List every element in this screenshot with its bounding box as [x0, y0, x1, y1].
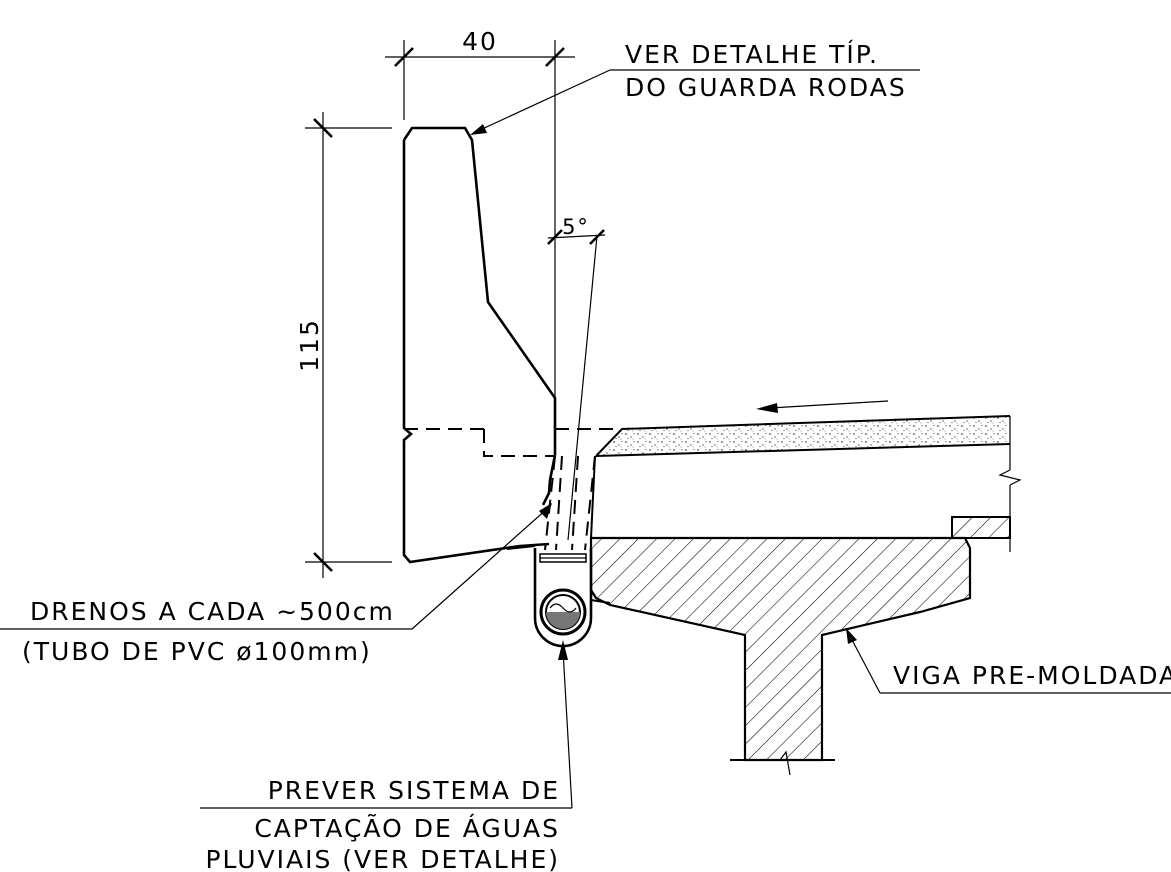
- width-dimension-label: 40: [462, 27, 498, 56]
- guard-rail-ref-line2: DO GUARDA RODAS: [625, 73, 907, 102]
- hidden-lines: [404, 428, 620, 551]
- height-dimension-label: 115: [295, 318, 324, 372]
- flow-arrow: [756, 400, 889, 413]
- rain-system-label-line2: CAPTAÇÃO DE ÁGUAS: [254, 813, 560, 843]
- dimension-height: 115: [295, 112, 392, 578]
- rain-system-label-line3: PLUVIAIS (VER DETALHE): [205, 845, 560, 872]
- drains-label-line1: DRENOS A CADA ~500cm: [30, 597, 395, 626]
- leader-rain-system: PREVER SISTEMA DE CAPTAÇÃO DE ÁGUAS PLUV…: [200, 640, 573, 872]
- drain-pipe: [506, 545, 611, 648]
- dimension-width: 40: [385, 27, 575, 400]
- guard-rail: [402, 126, 557, 564]
- beam-label: VIGA PRE-MOLDADA: [893, 661, 1171, 690]
- leader-guard-rail: VER DETALHE TÍP. DO GUARDA RODAS: [470, 40, 920, 135]
- angle-dimension-label: 5°: [562, 215, 590, 239]
- rain-system-label-line1: PREVER SISTEMA DE: [268, 776, 560, 805]
- pavement-layer: [595, 415, 1011, 457]
- leader-drains: DRENOS A CADA ~500cm (TUBO DE PVC ø100mm…: [0, 503, 552, 666]
- precast-beam: [589, 536, 972, 776]
- guard-rail-ref-line1: VER DETALHE TÍP.: [625, 40, 879, 69]
- leader-beam: VIGA PRE-MOLDADA: [846, 628, 1171, 694]
- dimension-angle: 5°: [547, 215, 606, 541]
- drains-label-line2: (TUBO DE PVC ø100mm): [22, 637, 372, 666]
